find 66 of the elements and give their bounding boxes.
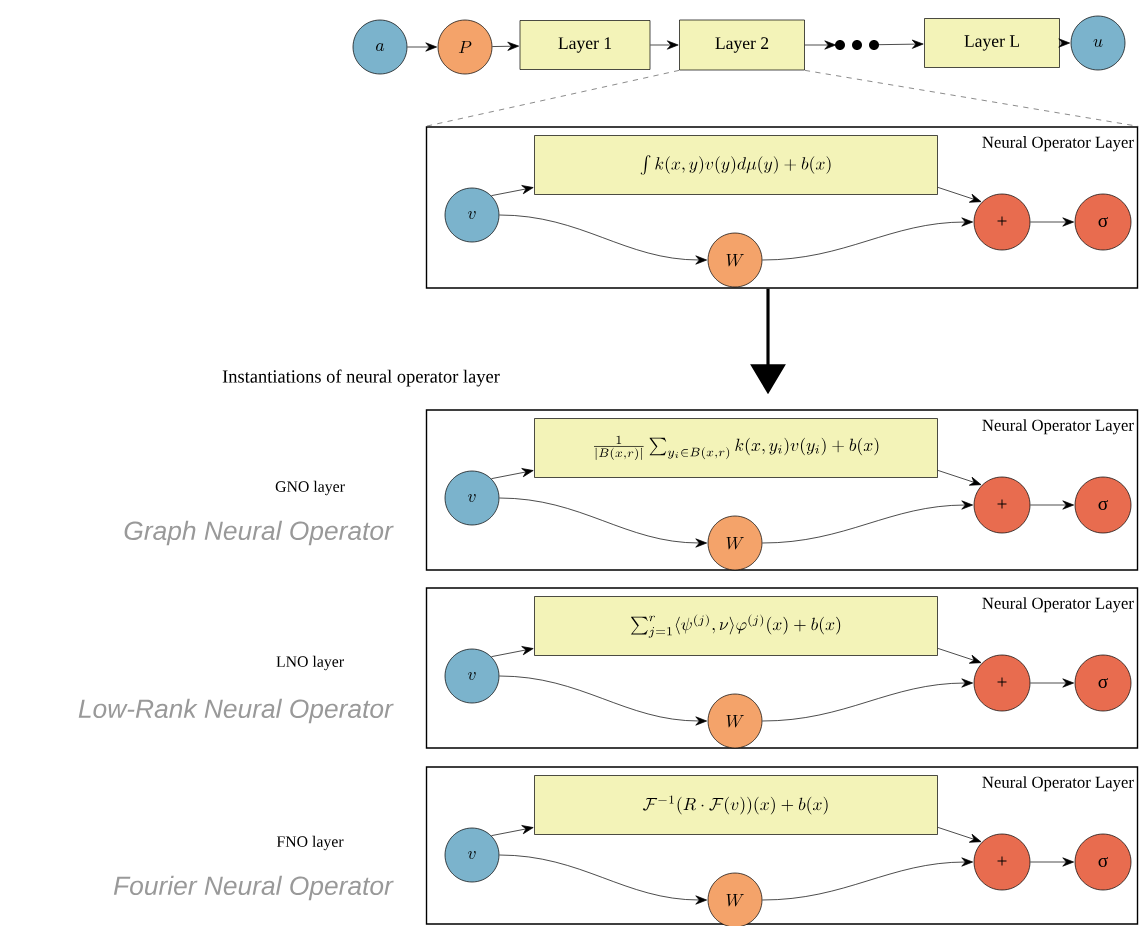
circle-node: $v$ (444, 648, 500, 704)
circle-node: σ (1074, 193, 1132, 251)
circle-node: + (973, 476, 1031, 534)
arrow (1058, 38, 1071, 48)
arrow (491, 468, 534, 480)
arrow (491, 825, 534, 836)
circle-node: $W$ (707, 693, 763, 749)
circle-node: + (973, 193, 1031, 251)
arrow (499, 214, 708, 265)
arrow (1030, 217, 1075, 227)
circle-node: $W$ (707, 872, 763, 926)
arrow (762, 857, 974, 901)
arrow (491, 185, 534, 196)
circle-node: + (973, 833, 1031, 891)
circle-node: $a$ (352, 19, 408, 75)
formula-box: $\int k(x,y)v(y)d\mu(y) + b(x)$ (534, 135, 938, 195)
layer-name: LNO layer (276, 655, 344, 671)
zoom-line (425, 70, 680, 127)
circle-node: σ (1074, 833, 1132, 891)
panel-heading: Neural Operator Layer (982, 597, 1134, 613)
operator-name: Fourier Neural Operator (113, 875, 394, 901)
arrow (762, 678, 974, 722)
arrow (937, 648, 982, 664)
zoom-line (804, 70, 1139, 127)
layer-name: FNO layer (276, 835, 344, 851)
arrow (499, 854, 708, 905)
process-box: Layer L (924, 18, 1060, 68)
circle-node: $u$ (1070, 15, 1126, 71)
circle-node: $W$ (707, 232, 763, 288)
arrow (877, 39, 924, 49)
process-box: Layer 2 (679, 19, 805, 71)
arrow (650, 40, 679, 50)
panel-heading: Neural Operator Layer (982, 419, 1134, 435)
section-heading: Instantiations of neural operator layer (222, 369, 500, 387)
arrow (937, 470, 982, 486)
arrow (499, 497, 708, 548)
arrow (937, 187, 982, 203)
formula-box: $\frac{1}{|B(x,r)|}\sum_{y_i\in B(x,r)} k(x,y_i)v(y_i) + b(x)$ (534, 418, 938, 478)
process-box: Layer 1 (519, 20, 651, 70)
operator-name: Graph Neural Operator (124, 520, 394, 546)
arrow (407, 42, 438, 52)
circle-node: σ (1074, 654, 1132, 712)
circle-node: $v$ (444, 827, 500, 883)
arrow (937, 827, 982, 843)
arrow (499, 675, 708, 726)
circle-node: $v$ (444, 187, 500, 243)
operator-name: Low-Rank Neural Operator (78, 698, 394, 724)
arrow (1030, 678, 1075, 688)
circle-node: $v$ (444, 470, 500, 526)
arrow (491, 646, 534, 657)
circle-node: σ (1074, 476, 1132, 534)
panel-heading: Neural Operator Layer (982, 136, 1134, 152)
panel-heading: Neural Operator Layer (982, 776, 1134, 792)
circle-node: $P$ (437, 19, 493, 75)
layer-name: GNO layer (275, 480, 345, 496)
ellipsis-dots (835, 40, 879, 50)
formula-box: $\sum_{j=1}^{r}\langle\psi^{(j)},\nu\rangle\varphi^{(j)}(x) + b(x)$ (534, 596, 938, 656)
arrow (492, 41, 519, 51)
circle-node: $W$ (707, 515, 763, 571)
arrow (1030, 500, 1075, 510)
circle-node: + (973, 654, 1031, 712)
arrow (762, 500, 974, 544)
arrow (762, 217, 974, 261)
formula-box: $\mathcal{F}^{-1}(R\cdot\mathcal{F}(v))(x) + b(x)$ (534, 775, 938, 835)
arrow (804, 40, 836, 50)
arrow (1030, 857, 1075, 867)
